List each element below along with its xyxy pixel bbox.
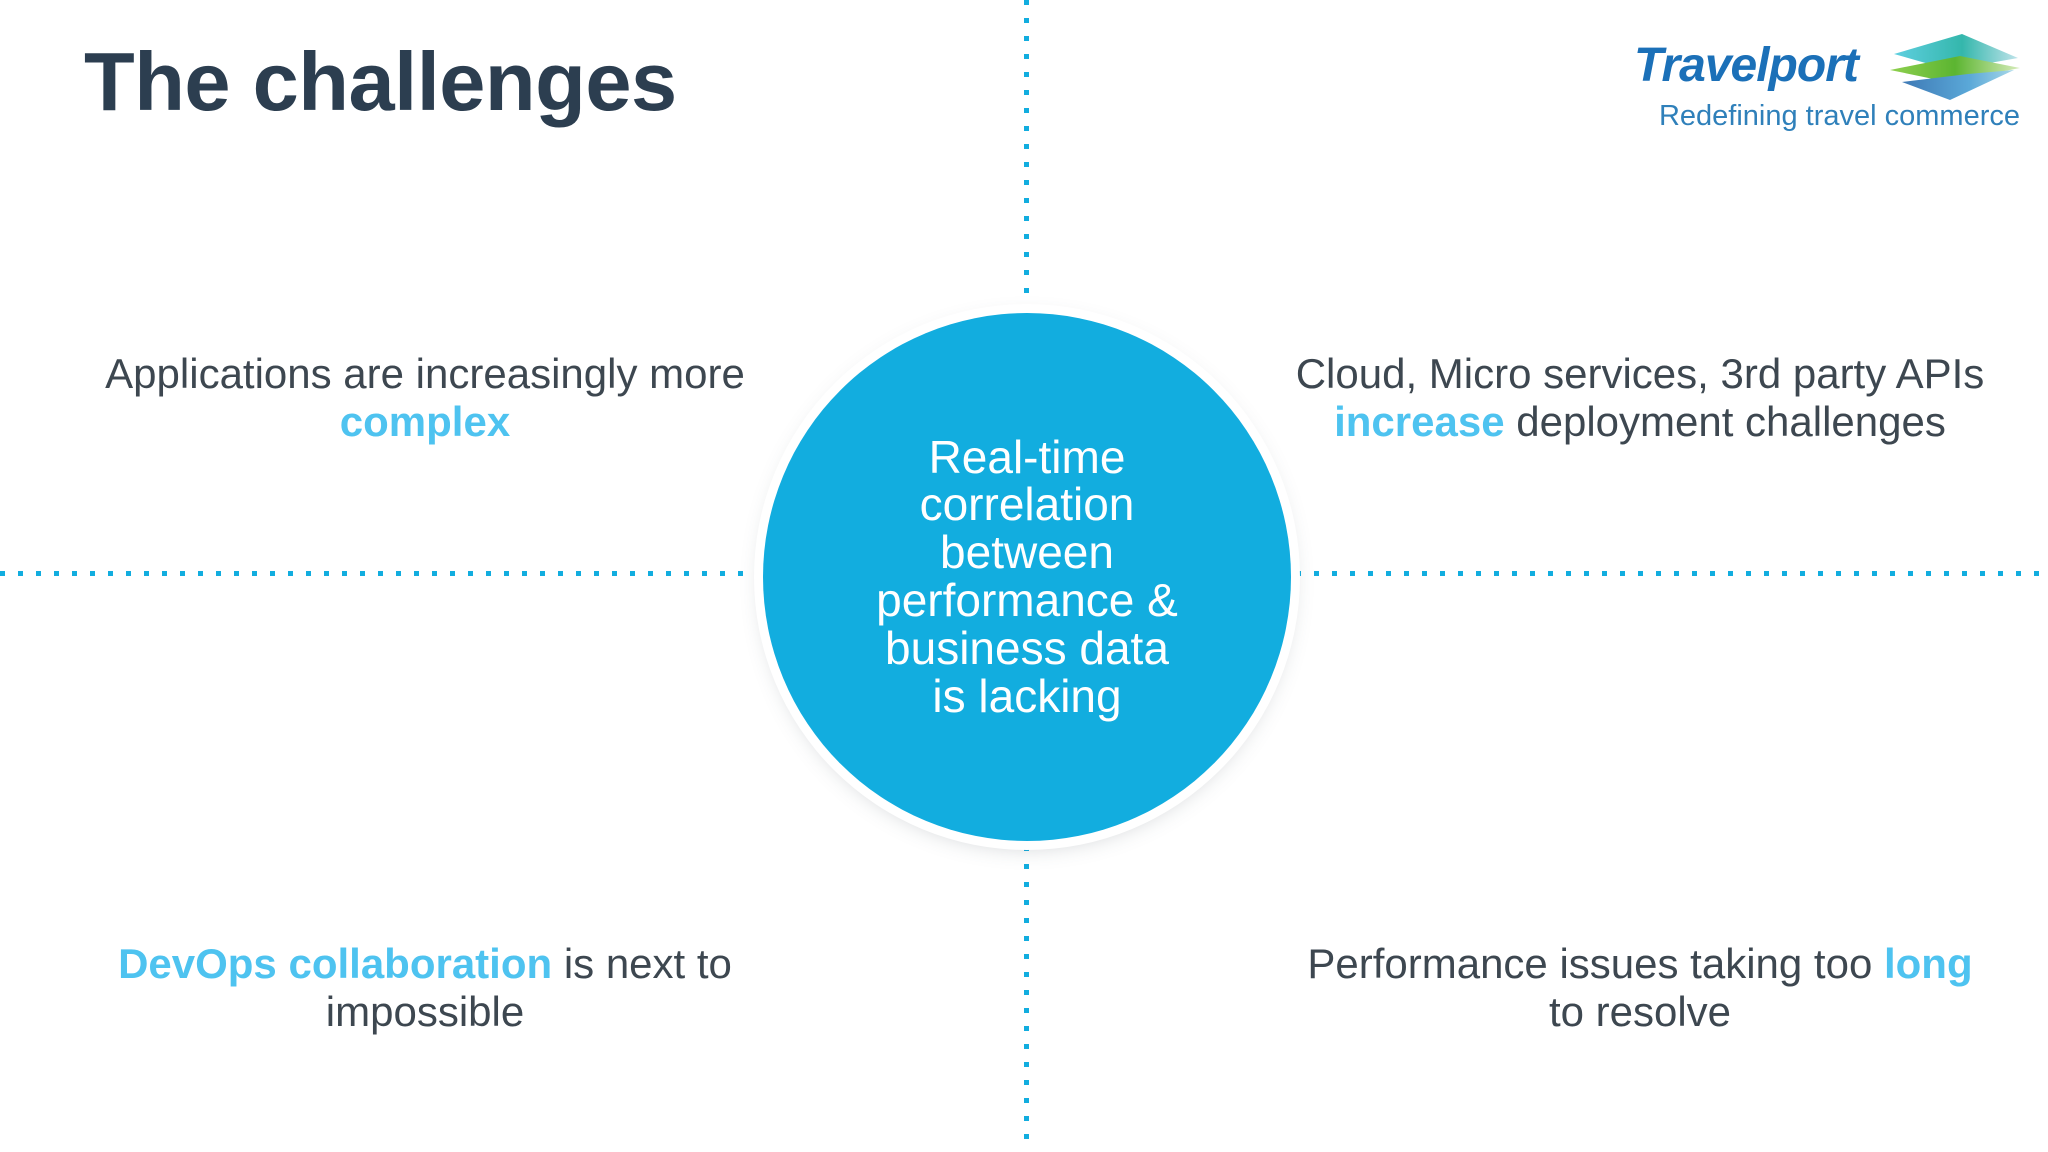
- challenge-tr-highlight: increase: [1334, 398, 1505, 446]
- challenge-bottom-right: Performance issues taking too long to re…: [1290, 940, 1990, 1037]
- center-line-5: business data: [885, 621, 1169, 674]
- center-line-6: is lacking: [932, 669, 1122, 722]
- logo-wordmark: Travelport: [1634, 39, 1859, 92]
- center-circle: Real-time correlation between performanc…: [763, 313, 1291, 841]
- logo-tagline: Redefining travel commerce: [1658, 100, 2020, 132]
- travelport-logo: Travelport: [1634, 18, 2024, 134]
- challenge-bottom-left: DevOps collaboration is next to impossib…: [80, 940, 770, 1037]
- challenge-tr-line2: deployment challenges: [1504, 398, 1946, 446]
- challenge-tr-line1: Cloud, Micro services, 3rd party APIs: [1295, 350, 1985, 397]
- challenge-br-highlight: long: [1883, 940, 1973, 987]
- challenge-bl-highlight: DevOps collaboration: [118, 940, 553, 987]
- center-line-2: correlation: [919, 478, 1135, 531]
- challenge-br-line2: to resolve: [1548, 988, 1732, 1036]
- center-circle-text: Real-time correlation between performanc…: [842, 430, 1212, 722]
- challenge-tl-line1: Applications are increasingly more: [105, 350, 745, 397]
- center-line-1: Real-time: [928, 430, 1126, 483]
- challenge-bl-line1: is next to: [552, 940, 732, 987]
- challenge-bl-line2: impossible: [325, 988, 525, 1036]
- page-title: The challenges: [84, 35, 677, 128]
- center-line-4: performance &: [876, 574, 1178, 626]
- center-line-3: between: [940, 526, 1114, 579]
- challenge-br-line1: Performance issues taking too: [1307, 940, 1884, 987]
- challenge-top-left: Applications are increasingly more compl…: [80, 350, 770, 447]
- challenge-tl-highlight: complex: [339, 398, 511, 446]
- challenge-top-right: Cloud, Micro services, 3rd party APIs in…: [1290, 350, 1990, 447]
- travelport-swoosh-icon: [1890, 34, 2020, 100]
